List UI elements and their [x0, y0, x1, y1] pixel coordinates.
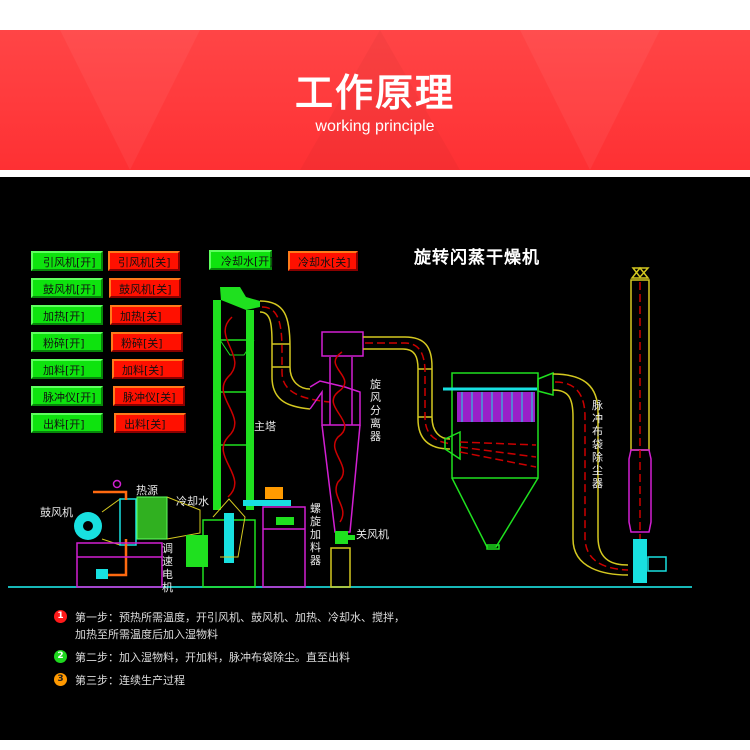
hot-air-duct [166, 496, 201, 540]
step-text: 第一步：预热所需温度，开引风机、鼓风机、加热、冷却水、搅拌， 加热至所需温度后加入… [75, 609, 405, 643]
control-on-button[interactable]: 鼓风机[开] [31, 278, 103, 298]
duct-tower-to-cyclone [259, 300, 311, 410]
filter-bag-lines [461, 392, 533, 422]
blower-label: 鼓风机 [40, 506, 73, 519]
control-off-button[interactable]: 引风机[关] [108, 251, 180, 271]
cooling-water-label: 冷却水 [176, 495, 209, 508]
heat-source-label: 热源 [136, 484, 158, 497]
feeder-frame [262, 506, 306, 588]
control-on-button[interactable]: 加热[开] [31, 305, 103, 325]
step-number-badge: 3 [54, 673, 67, 686]
feed-screw [243, 500, 291, 506]
step-text-line: 第一步：预热所需温度，开引风机、鼓风机、加热、冷却水、搅拌， [75, 611, 405, 624]
page-subtitle: working principle [315, 118, 435, 135]
control-off-button[interactable]: 加热[关] [110, 305, 182, 325]
heating-pipe [93, 490, 128, 500]
step-item: 3 第三步：连续生产过程 [54, 672, 405, 689]
control-on-button[interactable]: 引风机[开] [31, 251, 103, 271]
process-schematic [8, 266, 692, 588]
filter-bags [457, 392, 535, 422]
pressure-gauge-icon [112, 479, 122, 489]
diagram-panel: 旋转闪蒸干燥机 引风机[开]引风机[关]鼓风机[开] 鼓风机[关] 加热[开] 加热[… [0, 177, 750, 740]
blower-duct [101, 498, 121, 546]
support-frame [76, 542, 163, 588]
feed-hopper [265, 487, 283, 499]
step-number-badge: 1 [54, 610, 67, 623]
step-text-line: 第三步：连续生产过程 [75, 674, 185, 687]
cooling-water-on-button[interactable]: 冷却水[开] [209, 250, 274, 270]
step-text: 第三步：连续生产过程 [75, 672, 405, 689]
mill-shaft [224, 513, 234, 563]
control-on-button[interactable]: 脉冲仪[开] [31, 386, 103, 406]
filter-flow-lines [459, 441, 537, 468]
control-on-button[interactable]: 加料[开] [31, 359, 103, 379]
main-tower [213, 287, 260, 510]
control-off-button[interactable]: 鼓风机[关] [109, 278, 181, 298]
page-title: 工作原理 [294, 71, 455, 115]
step-item: 2 第二步：加入湿物料，开加料，脉冲布袋除尘。直至出料 [54, 649, 405, 666]
speed-motor [186, 535, 208, 567]
heat-exchanger [119, 498, 137, 546]
exhaust-stack [628, 266, 652, 533]
main-tower-label: 主塔 [254, 420, 276, 433]
step-text: 第二步：加入湿物料，开加料，脉冲布袋除尘。直至出料 [75, 649, 405, 666]
diagram-title: 旋转闪蒸干燥机 [414, 248, 540, 268]
induced-draft-fan [633, 539, 667, 583]
duct-filter-to-fan [552, 373, 629, 576]
tower-flow-spiral [222, 316, 236, 498]
discharge-stand [330, 547, 351, 588]
feeder-motor [276, 517, 294, 525]
cyclone-label: 旋风分离器 [370, 378, 381, 443]
bag-filter [444, 371, 554, 550]
step-text-line: 加热至所需温度后加入湿物料 [75, 628, 218, 641]
process-steps: 1 第一步：预热所需温度，开引风机、鼓风机、加热、冷却水、搅拌， 加热至所需温度后加… [54, 609, 405, 695]
speed-motor-label: 调速电机 [162, 542, 173, 594]
blower-fan [74, 512, 102, 540]
step-text-line: 第二步：加入湿物料，开加料，脉冲布袋除尘。直至出料 [75, 651, 350, 664]
screw-feeder-label: 螺旋加料器 [310, 502, 321, 567]
heat-source [136, 496, 168, 540]
bag-filter-label: 脉冲布袋除尘器 [592, 399, 603, 490]
control-off-button[interactable]: 加料[关] [112, 359, 184, 379]
airlock-valve [335, 531, 348, 544]
airlock-label: 关风机 [356, 528, 389, 541]
control-on-button[interactable]: 粉碎[开] [31, 332, 103, 352]
control-off-button[interactable]: 脉冲仪[关] [113, 386, 185, 406]
step-item: 1 第一步：预热所需温度，开引风机、鼓风机、加热、冷却水、搅拌， 加热至所需温度后加… [54, 609, 405, 643]
control-on-button[interactable]: 出料[开] [31, 413, 103, 433]
header-banner: 工作原理 working principle [0, 30, 750, 170]
control-off-button[interactable]: 粉碎[关] [111, 332, 183, 352]
step-number-badge: 2 [54, 650, 67, 663]
control-off-button[interactable]: 出料[关] [114, 413, 186, 433]
cooling-water-off-button[interactable]: 冷却水[关] [288, 251, 358, 271]
